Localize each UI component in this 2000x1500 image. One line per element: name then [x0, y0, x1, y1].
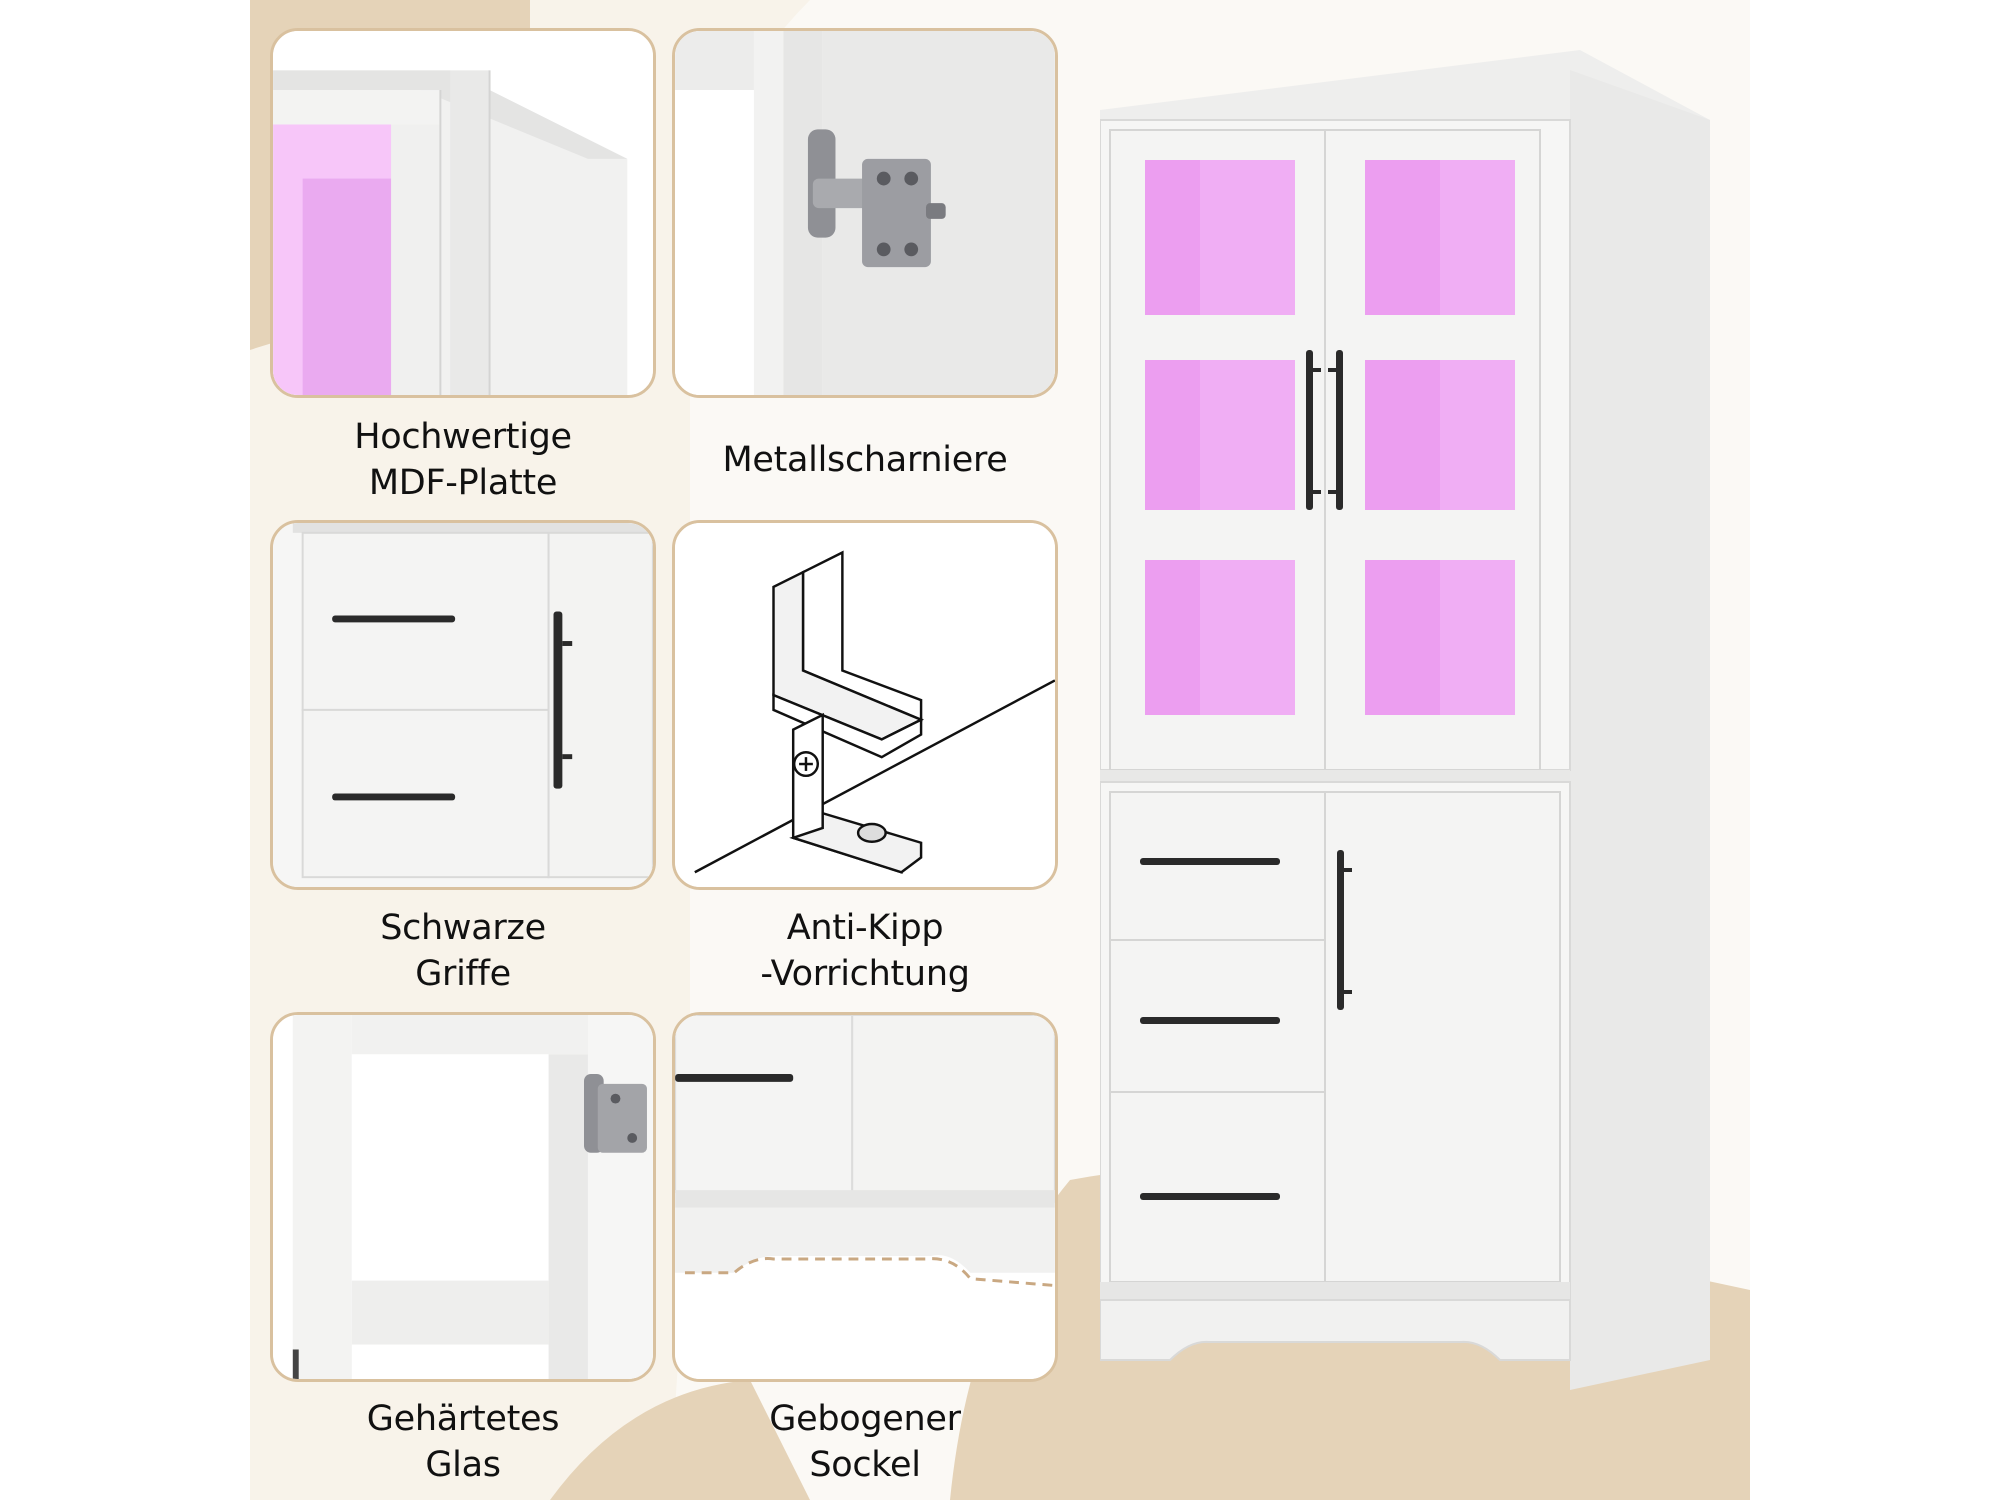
- black-handle-icon: [273, 523, 653, 887]
- feature-caption-glass: Gehärtetes Glas: [263, 1396, 663, 1488]
- cabinet-illustration: [1100, 50, 1710, 1390]
- feature-panel-handles: [270, 520, 656, 890]
- feature-caption-line2: MDF-Platte: [368, 463, 558, 503]
- feature-panel-mdf: [270, 28, 656, 398]
- mdf-board-detail-icon: [273, 31, 653, 395]
- feature-caption-line2: Griffe: [415, 954, 511, 994]
- feature-caption-line1: Hochwertige: [354, 417, 572, 457]
- feature-caption-handles: Schwarze Griffe: [263, 905, 663, 997]
- feature-panel-base: [672, 1012, 1058, 1382]
- feature-caption-base: Gebogener Sockel: [665, 1396, 1065, 1488]
- feature-caption-hinges: Metallscharniere: [665, 437, 1065, 483]
- feature-caption-line1: Gebogener: [769, 1399, 961, 1439]
- cabinet-product-image: [1100, 50, 1710, 1410]
- feature-caption-antitip: Anti-Kipp -Vorrichtung: [665, 905, 1065, 997]
- feature-panel-glass: [270, 1012, 656, 1382]
- feature-panel-antitip: [672, 520, 1058, 890]
- feature-caption-line1: Schwarze: [380, 908, 546, 948]
- feature-panel-hinges: [672, 28, 1058, 398]
- anti-tip-bracket-icon: [675, 523, 1055, 887]
- metal-hinge-icon: [675, 31, 1055, 395]
- feature-caption-line2: Sockel: [809, 1445, 921, 1485]
- tempered-glass-door-icon: [273, 1015, 653, 1379]
- feature-caption-line2: Glas: [425, 1445, 501, 1485]
- feature-caption-line2: -Vorrichtung: [760, 954, 970, 994]
- feature-caption-mdf: Hochwertige MDF-Platte: [263, 414, 663, 506]
- curved-base-icon: [675, 1015, 1055, 1379]
- feature-caption-line1: Anti-Kipp: [786, 908, 944, 948]
- feature-caption-line1: Gehärtetes: [366, 1399, 560, 1439]
- feature-caption-line1: Metallscharniere: [722, 440, 1008, 480]
